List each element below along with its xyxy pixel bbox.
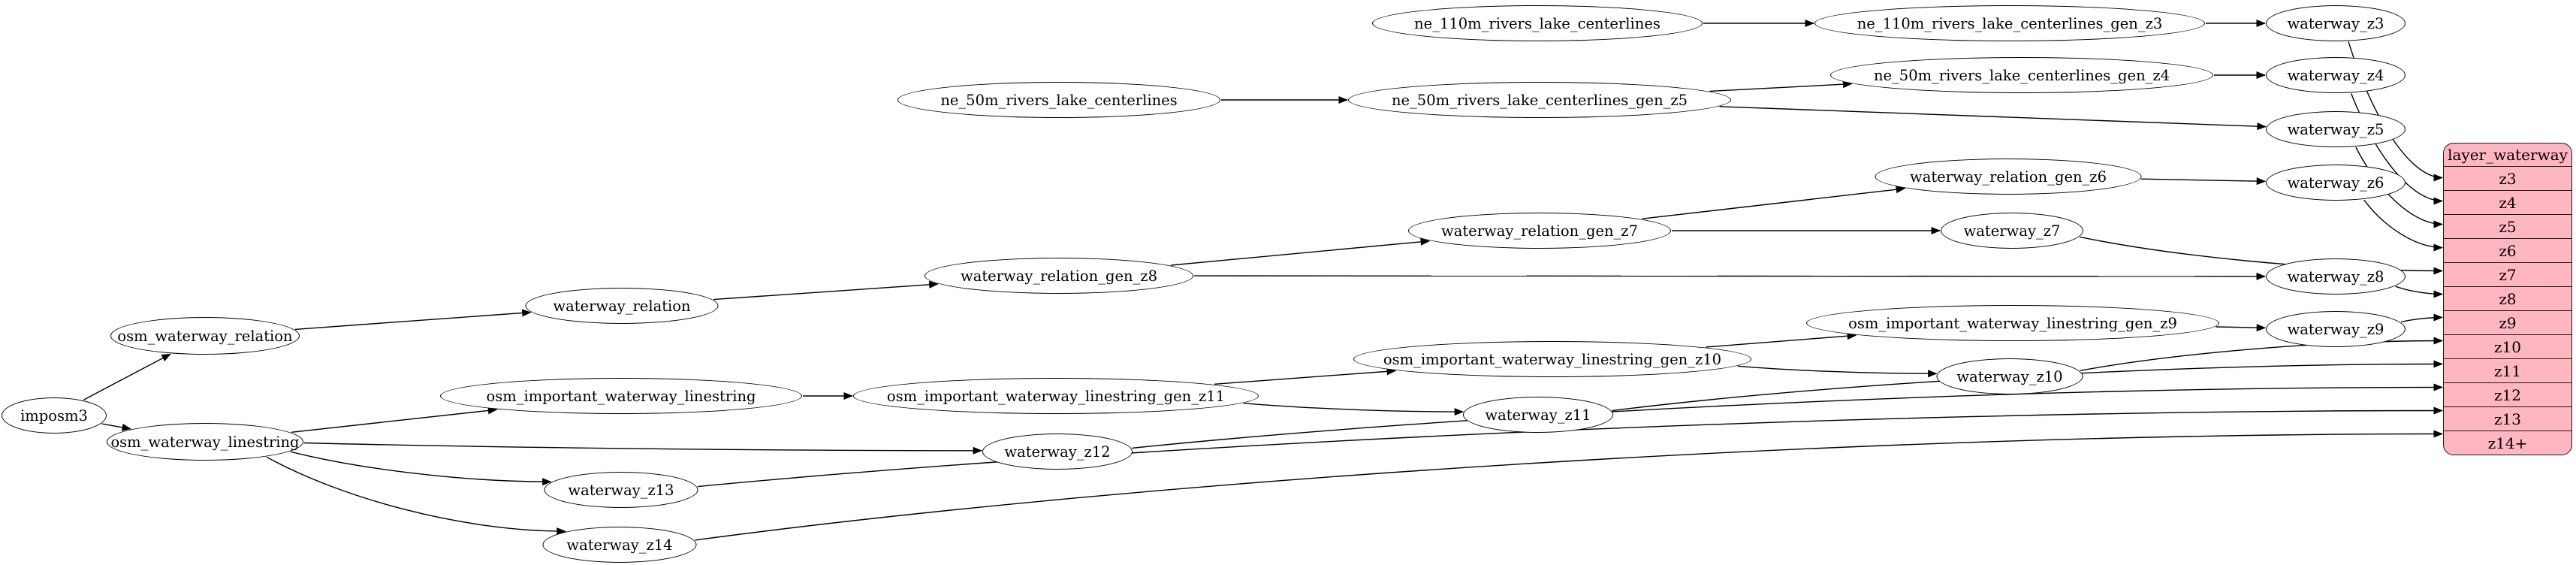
table-row-z3: z3 <box>2444 166 2571 190</box>
table-title: layer_waterway <box>2448 146 2568 164</box>
edge-osm_important_waterway_linestring_gen_z11-to-waterway_z11 <box>1243 403 1464 416</box>
node-waterway_z9: waterway_z9 <box>2266 311 2406 347</box>
node-waterway_relation_gen_z7: waterway_relation_gen_z7 <box>1408 213 1671 249</box>
node-waterway_relation_gen_z6: waterway_relation_gen_z6 <box>1875 159 2142 195</box>
node-waterway_z14: waterway_z14 <box>542 527 697 563</box>
edge-osm_waterway_linestring-to-osm_important_waterway_linestring <box>291 406 498 433</box>
node-waterway_z5: waterway_z5 <box>2266 111 2406 147</box>
edge-osm_waterway_relation-to-waterway_relation <box>294 309 532 331</box>
edge-imposm3-to-osm_waterway_relation <box>83 353 171 400</box>
table-row-z12: z12 <box>2444 382 2571 406</box>
node-ne_110m_rivers_lake_centerlines: ne_110m_rivers_lake_centerlines <box>1372 5 1703 41</box>
table-row-z13: z13 <box>2444 406 2571 431</box>
edge-waterway_z8-to-layer_waterway-z8 <box>2395 286 2443 298</box>
node-ne_50m_rivers_lake_centerlines: ne_50m_rivers_lake_centerlines <box>897 82 1220 118</box>
edge-waterway_relation-to-waterway_relation_gen_z8 <box>713 280 939 301</box>
node-waterway_z11: waterway_z11 <box>1463 397 1613 433</box>
edge-waterway_relation_gen_z6-to-waterway_z6 <box>2140 177 2267 186</box>
table-row-z9: z9 <box>2444 310 2571 334</box>
node-waterway_z6: waterway_z6 <box>2266 165 2406 201</box>
edge-osm_waterway_linestring-to-waterway_z12 <box>303 442 983 455</box>
node-osm_waterway_linestring: osm_waterway_linestring <box>107 423 303 461</box>
node-imposm3: imposm3 <box>2 397 107 434</box>
node-osm_waterway_relation: osm_waterway_relation <box>110 317 300 355</box>
node-osm_important_waterway_linestring_gen_z11: osm_important_waterway_linestring_gen_z1… <box>853 378 1259 414</box>
node-osm_important_waterway_linestring_gen_z9: osm_important_waterway_linestring_gen_z9 <box>1806 305 2219 341</box>
edge-waterway_z13-to-layer_waterway-z13 <box>697 406 2443 488</box>
edge-waterway_z12-to-layer_waterway-z12 <box>1132 383 2443 449</box>
node-ne_50m_rivers_lake_centerlines_gen_z5: ne_50m_rivers_lake_centerlines_gen_z5 <box>1348 82 1731 118</box>
edge-waterway_relation_gen_z7-to-waterway_relation_gen_z6 <box>1642 186 1906 219</box>
node-waterway_z4: waterway_z4 <box>2266 57 2406 93</box>
edge-waterway_z14-to-layer_waterway-z14+ <box>695 430 2443 541</box>
table-row-z5: z5 <box>2444 214 2571 238</box>
table-row-z7: z7 <box>2444 262 2571 286</box>
node-waterway_relation: waterway_relation <box>525 288 719 324</box>
table-row-z4: z4 <box>2444 190 2571 214</box>
node-waterway_z13: waterway_z13 <box>544 472 698 508</box>
node-waterway_z8: waterway_z8 <box>2266 258 2406 295</box>
node-waterway_z12: waterway_z12 <box>982 434 1133 470</box>
edge-waterway_relation_gen_z8-to-waterway_relation_gen_z7 <box>1171 237 1431 266</box>
edge-waterway_z5-to-layer_waterway-z5 <box>2355 147 2443 228</box>
table-row-z14+: z14+ <box>2444 431 2571 455</box>
node-ne_50m_rivers_lake_centerlines_gen_z4: ne_50m_rivers_lake_centerlines_gen_z4 <box>1830 57 2213 93</box>
table-row-z10: z10 <box>2444 334 2571 358</box>
edge-waterway_z10-to-layer_waterway-z10 <box>2080 337 2443 371</box>
node-waterway_z10: waterway_z10 <box>1936 358 2083 394</box>
node-osm_important_waterway_linestring_gen_z10: osm_important_waterway_linestring_gen_z1… <box>1353 341 1751 377</box>
edge-osm_important_waterway_linestring_gen_z11-to-osm_important_waterway_linestring_gen_z10 <box>1214 367 1397 385</box>
table-row-z8: z8 <box>2444 286 2571 310</box>
edge-osm_important_waterway_linestring_gen_z10-to-osm_important_waterway_linestring_gen_z9 <box>1706 332 1857 348</box>
edge-waterway_z9-to-layer_waterway-z9 <box>2400 313 2443 323</box>
edge-osm_waterway_linestring-to-waterway_z14 <box>266 456 566 536</box>
node-waterway_z3: waterway_z3 <box>2266 5 2406 41</box>
node-ne_110m_rivers_lake_centerlines_gen_z3: ne_110m_rivers_lake_centerlines_gen_z3 <box>1814 5 2205 41</box>
node-waterway_z7: waterway_z7 <box>1941 213 2083 249</box>
edge-imposm3-to-osm_waterway_linestring <box>101 423 132 431</box>
node-osm_important_waterway_linestring: osm_important_waterway_linestring <box>440 378 802 414</box>
node-waterway_relation_gen_z8: waterway_relation_gen_z8 <box>925 258 1193 294</box>
edge-ne_50m_rivers_lake_centerlines_gen_z5-to-waterway_z5 <box>1719 106 2267 131</box>
edge-osm_important_waterway_linestring_gen_z10-to-waterway_z10 <box>1737 365 1938 378</box>
table-row-z11: z11 <box>2444 358 2571 382</box>
edge-osm_important_waterway_linestring_gen_z9-to-waterway_z9 <box>2216 324 2267 332</box>
edge-waterway_z6-to-layer_waterway-z6 <box>2363 199 2443 252</box>
edge-ne_50m_rivers_lake_centerlines_gen_z5-to-ne_50m_rivers_lake_centerlines_gen_z4 <box>1709 80 1853 92</box>
edge-osm_waterway_linestring-to-waterway_z13 <box>290 451 552 486</box>
table-row-z6: z6 <box>2444 238 2571 262</box>
